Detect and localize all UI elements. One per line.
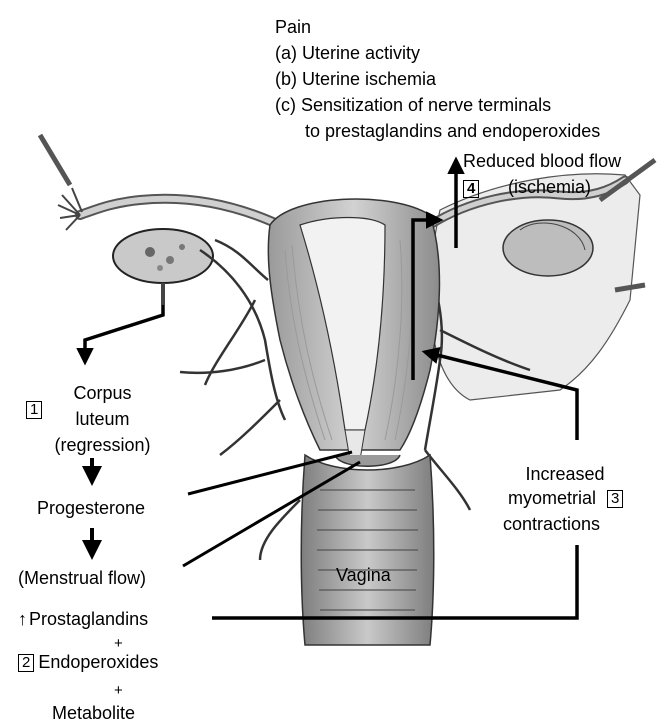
right-ovary bbox=[503, 220, 593, 276]
pain-item-b: (b) Uterine ischemia bbox=[275, 68, 436, 90]
pain-title: Pain bbox=[275, 16, 311, 38]
pain-item-c: (c) Sensitization of nerve terminals bbox=[275, 94, 551, 116]
pain-item-c-continued: to prestaglandins and endoperoxides bbox=[305, 120, 600, 142]
corpus-step: 1 bbox=[26, 398, 46, 420]
fimbriae bbox=[58, 188, 82, 230]
arrow-ovary-to-corpus bbox=[85, 305, 163, 362]
corpus-line-2: luteum bbox=[50, 408, 155, 430]
step-3-badge: 3 bbox=[607, 490, 623, 508]
step-1-badge: 1 bbox=[26, 401, 42, 419]
menstrual-flow-label: (Menstrual flow) bbox=[18, 567, 146, 589]
ischemia-label: (ischemia) bbox=[508, 176, 591, 198]
step-2-badge: 2 bbox=[18, 654, 34, 672]
vagina-label: Vagina bbox=[336, 564, 391, 586]
blood-flow-step: 4 bbox=[463, 177, 483, 199]
pain-item-a: (a) Uterine activity bbox=[275, 42, 420, 64]
corpus-line-1: Corpus bbox=[50, 382, 155, 404]
left-ovary bbox=[113, 229, 213, 283]
corpus-label: Corpus luteum (regression) bbox=[50, 382, 155, 456]
contractions-label: Increased bbox=[500, 463, 630, 485]
contractions-line-1: Increased bbox=[500, 463, 630, 485]
contractions-line-2: myometrial 3 bbox=[508, 487, 627, 509]
plus-sign-2: + bbox=[114, 680, 123, 702]
prostaglandins-label: ↑Prostaglandins bbox=[18, 608, 148, 630]
blood-flow-label: Reduced blood flow bbox=[463, 150, 621, 172]
contractions-line-3: contractions bbox=[503, 513, 600, 535]
up-arrow-icon: ↑ bbox=[18, 609, 27, 629]
step-4-badge: 4 bbox=[463, 180, 479, 198]
progesterone-label: Progesterone bbox=[37, 497, 145, 519]
metabolite-label: Metabolite bbox=[52, 702, 135, 724]
corpus-line-3: (regression) bbox=[50, 434, 155, 456]
